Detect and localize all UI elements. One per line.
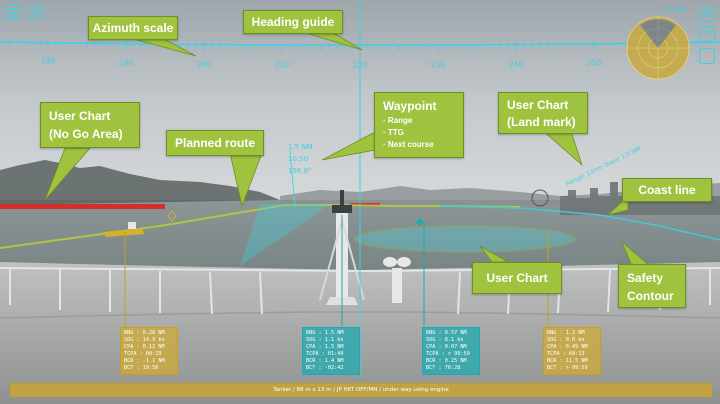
waypoint-marker-icon [167, 210, 177, 222]
callout-waypoint: Waypoint · Range · TTG · Next course [374, 92, 464, 158]
callout-safety-contour: Safety Contour [618, 264, 686, 308]
azimuth-labels: 180 190 200 210 220 230 240 250 [41, 56, 602, 70]
azimuth-label: 230 [431, 61, 446, 70]
safety-contour [240, 204, 330, 266]
callout-azimuth-scale: Azimuth scale [88, 16, 178, 40]
pointer-nogo [44, 147, 91, 201]
radar-display[interactable] [626, 16, 690, 80]
coast-line [439, 205, 720, 241]
menu-icon[interactable] [5, 4, 21, 20]
callout-coast-line: Coast line [622, 178, 712, 202]
azimuth-label: 190 [119, 58, 134, 67]
callout-user-chart-landmark: User Chart (Land mark) [498, 92, 588, 134]
waypoint-range: 1.5 NM [288, 143, 313, 151]
vessel-status-bar[interactable]: Tanker / 88 m x 13 m / JP HKT OFF/MN / u… [10, 383, 712, 397]
no-go-area-line-2 [350, 203, 380, 206]
callout-heading-guide: Heading guide [243, 10, 343, 34]
callout-user-chart: User Chart [472, 262, 562, 294]
no-go-area-line [0, 204, 165, 209]
yellow-ship [103, 222, 144, 237]
azimuth-label: 250 [587, 58, 602, 67]
zoom-out-button[interactable]: − [699, 26, 715, 42]
horns [383, 257, 411, 303]
azimuth-label: 220 [353, 61, 368, 70]
ferris-wheel [531, 189, 549, 207]
azimuth-label: 210 [275, 61, 290, 70]
azimuth-label: 240 [509, 60, 524, 69]
callout-user-chart-nogo: User Chart (No Go Area) [40, 102, 140, 148]
azimuth-label: 180 [41, 56, 56, 65]
radar-range: 2.0 NM [662, 6, 687, 14]
layers-icon[interactable] [699, 48, 715, 64]
waypoint-course: 196.8° [288, 167, 312, 175]
zoom-in-button[interactable]: + [699, 6, 715, 22]
camera-icon[interactable] [28, 5, 44, 19]
vessel-status-text: Tanker / 88 m x 13 m / JP HKT OFF/MN / u… [273, 387, 449, 393]
user-chart-area [354, 225, 576, 253]
callout-planned-route: Planned route [166, 130, 264, 156]
target-marker-icon [416, 218, 424, 226]
waypoint-ttg: 10:50 [288, 155, 308, 163]
azimuth-label: 200 [197, 60, 212, 69]
